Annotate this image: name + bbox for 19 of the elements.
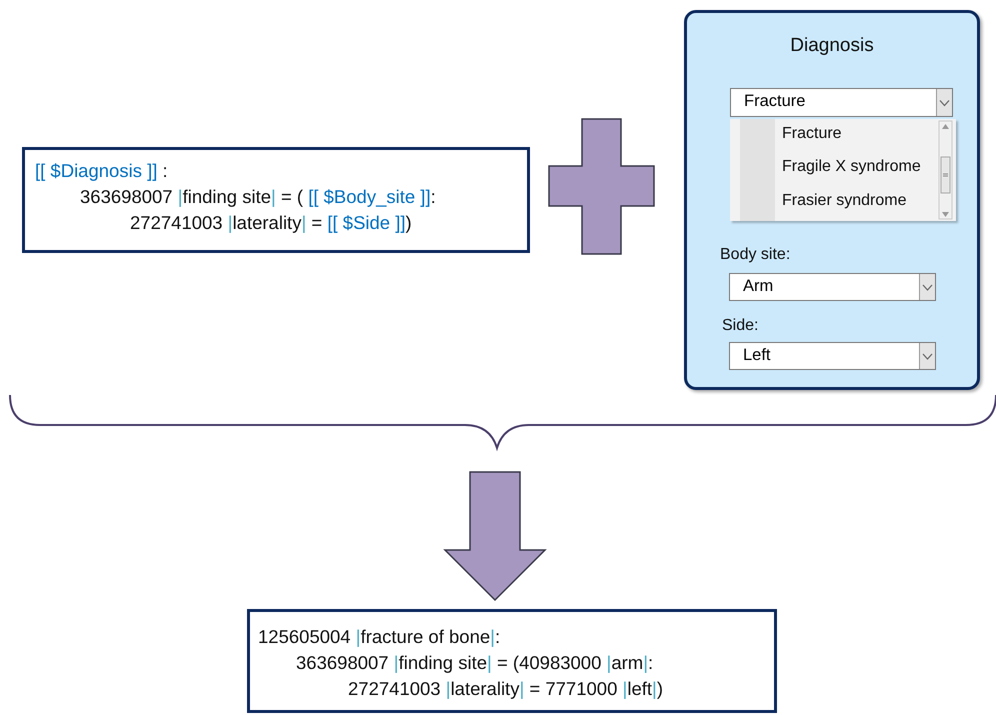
body-site-dropdown: Arm <box>729 273 936 301</box>
expression-box <box>22 147 530 253</box>
diagnosis-dropdown: Fracture <box>730 88 953 117</box>
block-arrow <box>443 471 547 602</box>
expression-line: [[ $Diagnosis ]] : <box>35 159 168 183</box>
expression-line: 272741003 |laterality| = 7771000 |left|) <box>348 677 663 701</box>
field-label: Body site: <box>720 246 790 264</box>
list-option: Fracture <box>782 125 842 143</box>
form-title: Diagnosis <box>789 35 875 57</box>
form-panel <box>684 10 980 390</box>
list-option: Fragile X syndrome <box>782 158 921 176</box>
list-option: Frasier syndrome <box>782 192 906 210</box>
expression-line: 363698007 |finding site| = (40983000 |arm|: <box>296 651 654 675</box>
expression-line: 272741003 |laterality| = [[ $Side ]]) <box>130 211 412 235</box>
field-label: Side: <box>722 317 758 335</box>
expression-line: 363698007 |finding site| = ( [[ $Body_site ]]: <box>80 185 436 209</box>
expression-line: 125605004 |fracture of bone|: <box>258 625 500 649</box>
expression-box <box>247 609 777 713</box>
side-dropdown: Left <box>729 342 936 370</box>
